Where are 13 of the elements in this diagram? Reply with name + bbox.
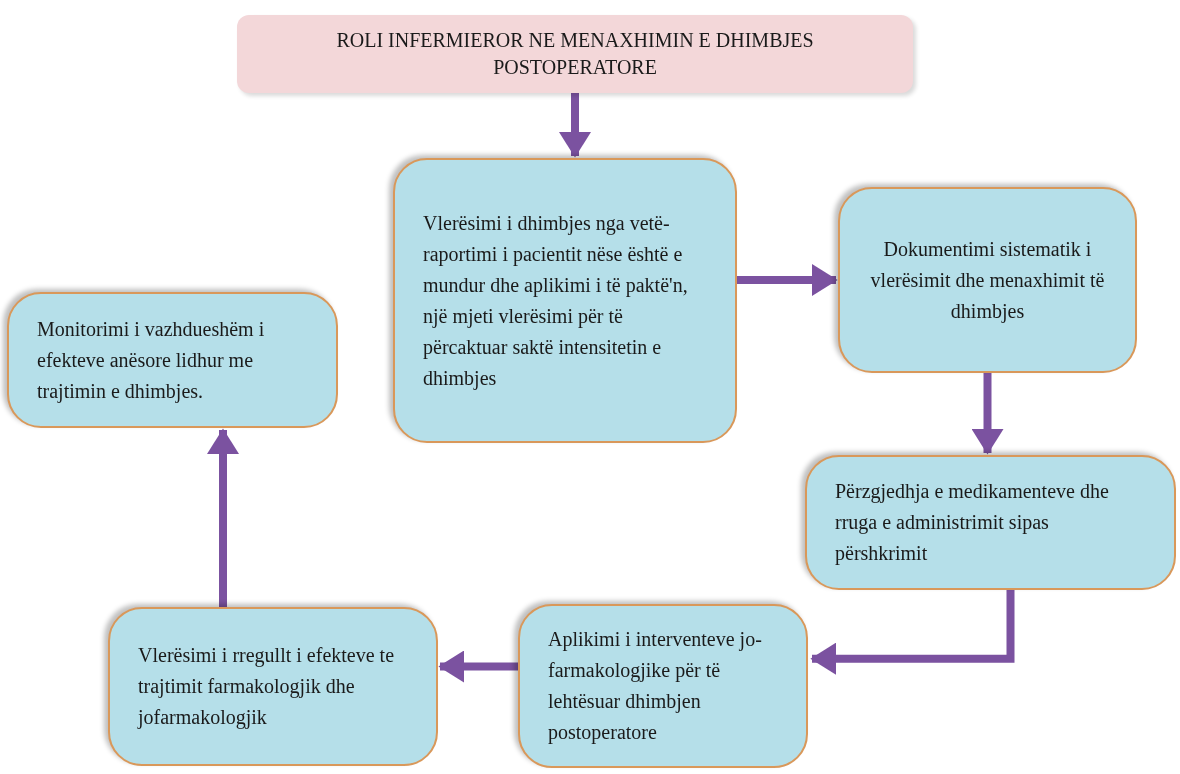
arrow xyxy=(207,428,239,607)
process-box: Vlerësimi i dhimbjes nga vetë-raportimi i pacientit nëse është e mundur dhe aplikimi i të paktë'n, një mjeti vlerësimi për të përcaktuar saktë intensitetin e dhimbjes xyxy=(393,158,737,443)
arrow xyxy=(737,264,838,296)
process-box: Monitorimi i vazhdueshëm i efekteve anësore lidhur me trajtimin e dhimbjes. xyxy=(7,292,338,428)
arrow xyxy=(971,373,1004,455)
arrow xyxy=(438,650,518,683)
process-box: Vlerësimi i rregullt i efekteve te trajtimit farmakologjik dhe jofarmakologjik xyxy=(108,607,438,766)
arrow xyxy=(559,93,591,158)
process-box: Dokumentimi sistematik i vlerësimit dhe menaxhimit të dhimbjes xyxy=(838,187,1137,373)
process-box: Aplikimi i interventeve jo-farmakologjike për të lehtësuar dhimbjen postoperatore xyxy=(518,604,808,768)
arrow xyxy=(810,590,1015,675)
title-box: ROLI INFERMIEROR NE MENAXHIMIN E DHIMBJES POSTOPERATORE xyxy=(237,15,913,93)
process-box: Përzgjedhja e medikamenteve dhe rruga e administrimit sipas përshkrimit xyxy=(805,455,1176,590)
